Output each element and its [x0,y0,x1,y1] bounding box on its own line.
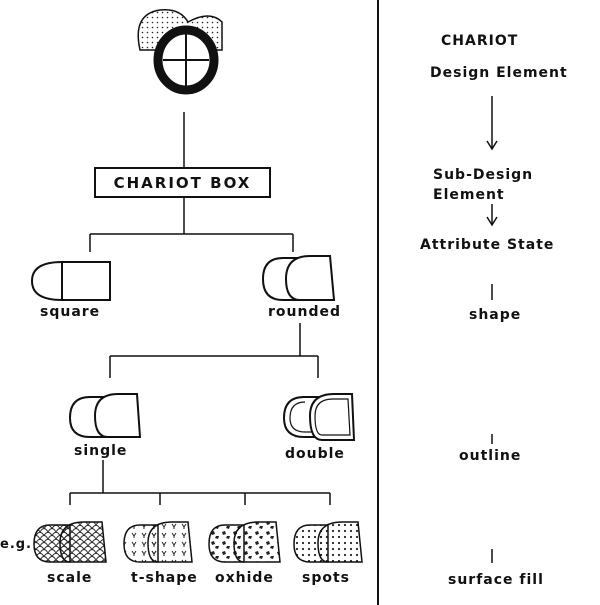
legend-attribute-state: Attribute State [420,237,555,253]
square-shape-icon [30,261,111,301]
spots-label: spots [302,570,350,586]
square-label: square [40,304,101,320]
legend-sub-design-line1: Sub-Design [433,167,534,183]
rounded-shape-icon [261,255,336,301]
t-shape-fill-icon [123,521,193,563]
t-shape-label: t-shape [131,570,198,586]
legend-surface-fill: surface fill [448,572,544,588]
single-label: single [74,443,128,459]
legend-shape: shape [469,307,522,323]
legend-outline: outline [459,448,522,464]
legend-sub-design-line2: Element [433,187,505,203]
tree-connectors [69,112,331,505]
scale-fill-icon [33,521,107,563]
oxhide-label: oxhide [215,570,274,586]
double-outline-icon [282,393,356,441]
eg-label: e.g. [0,537,32,552]
rounded-label: rounded [268,304,341,320]
spots-fill-icon [293,521,363,563]
double-label: double [285,446,345,462]
single-outline-icon [68,393,142,438]
legend-title: CHARIOT [441,33,519,49]
legend-design-element: Design Element [430,65,568,81]
scale-label: scale [47,570,93,586]
oxhide-fill-icon [208,521,281,563]
chariot-icon [137,9,223,95]
legend-connectors [486,96,498,563]
chariot-box: CHARIOT BOX [94,167,271,198]
